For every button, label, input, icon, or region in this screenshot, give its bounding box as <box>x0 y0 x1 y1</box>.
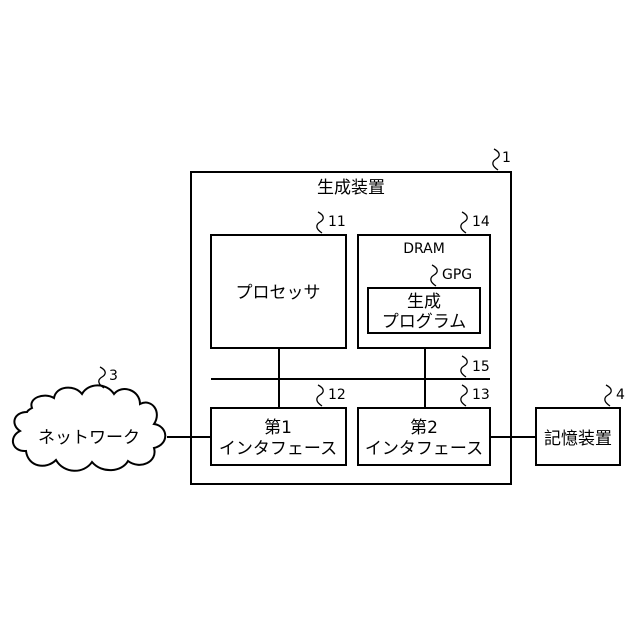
dram-ref-tick <box>461 212 467 233</box>
interface1-ref-tick <box>317 385 323 406</box>
bus-ref-tick <box>461 356 467 377</box>
storage-ref-number: 4 <box>616 387 625 403</box>
processor-ref-tick <box>317 212 323 233</box>
generation-program-line1: 生成 <box>407 292 441 312</box>
generation-program-line2: プログラム <box>382 312 467 332</box>
bus-ref-number: 15 <box>472 359 490 375</box>
processor-label: プロセッサ <box>236 283 321 303</box>
generator-device-label: 生成装置 <box>317 178 385 198</box>
interface2-ref-tick <box>461 385 467 406</box>
dram-ref-number: 14 <box>472 214 490 230</box>
network-label: ネットワーク <box>38 428 140 448</box>
generator-ref-tick <box>493 149 499 170</box>
processor-ref-number: 11 <box>328 214 346 230</box>
storage-device-label: 記憶装置 <box>544 429 612 449</box>
interface2-line1: 第2 <box>410 418 438 438</box>
interface1-line1: 第1 <box>264 418 292 438</box>
interface1-line2: インタフェース <box>219 439 337 459</box>
storage-ref-tick <box>605 385 611 406</box>
interface1-ref-number: 12 <box>328 387 346 403</box>
interface2-ref-number: 13 <box>472 387 490 403</box>
interface2-line2: インタフェース <box>365 439 483 459</box>
program-ref-label: GPG <box>442 267 472 283</box>
dram-label: DRAM <box>403 241 445 257</box>
generator-ref-number: 1 <box>502 150 511 166</box>
network-ref-number: 3 <box>109 368 118 384</box>
